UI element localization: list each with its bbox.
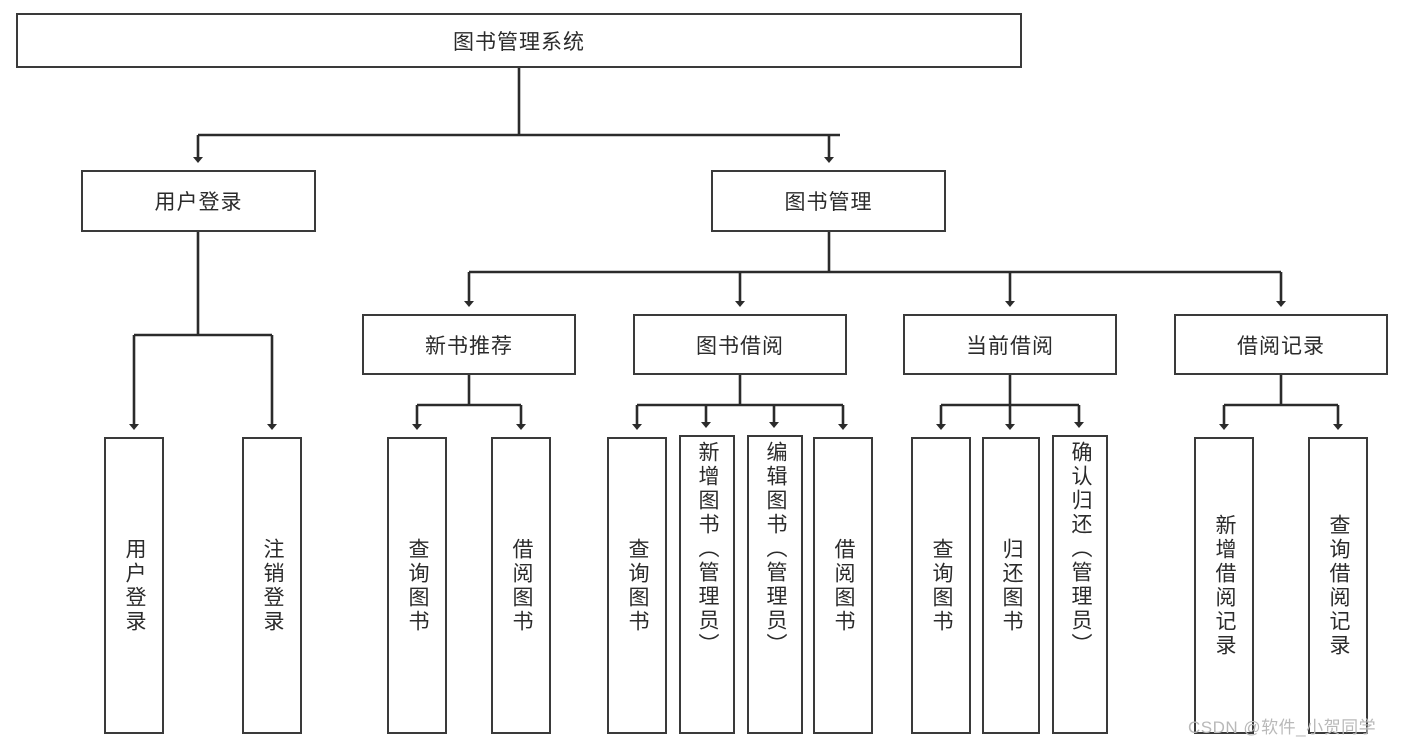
node-leaf-borrow-book-1[interactable]: 借阅图书 xyxy=(491,437,551,734)
node-leaf-logout[interactable]: 注销登录 xyxy=(242,437,302,734)
node-leaf-borrow-book-2[interactable]: 借阅图书 xyxy=(813,437,873,734)
node-leaf-user-login[interactable]: 用户登录 xyxy=(104,437,164,734)
node-new-book-rec[interactable]: 新书推荐 xyxy=(362,314,576,375)
node-book-manage[interactable]: 图书管理 xyxy=(711,170,946,232)
node-leaf-edit-book[interactable]: 编辑图书（管理员） xyxy=(747,435,803,734)
node-current-borrow[interactable]: 当前借阅 xyxy=(903,314,1117,375)
node-leaf-add-record[interactable]: 新增借阅记录 xyxy=(1194,437,1254,734)
node-leaf-query-record[interactable]: 查询借阅记录 xyxy=(1308,437,1368,734)
node-leaf-user-login-label: 用户登录 xyxy=(123,537,147,634)
node-leaf-confirm-return-label: 确认归还（管理员） xyxy=(1069,441,1093,657)
node-borrow-record[interactable]: 借阅记录 xyxy=(1174,314,1388,375)
node-leaf-logout-label: 注销登录 xyxy=(261,537,285,634)
node-leaf-add-book-label: 新增图书（管理员） xyxy=(696,441,720,657)
node-leaf-borrow-book-1-label: 借阅图书 xyxy=(510,537,534,634)
node-leaf-query-book-2[interactable]: 查询图书 xyxy=(607,437,667,734)
node-leaf-confirm-return[interactable]: 确认归还（管理员） xyxy=(1052,435,1108,734)
node-leaf-add-record-label: 新增借阅记录 xyxy=(1213,513,1237,658)
node-leaf-query-book-2-label: 查询图书 xyxy=(626,537,650,634)
node-leaf-add-book[interactable]: 新增图书（管理员） xyxy=(679,435,735,734)
node-current-borrow-label: 当前借阅 xyxy=(966,334,1054,358)
node-leaf-edit-book-label: 编辑图书（管理员） xyxy=(764,441,788,657)
node-book-borrow-label: 图书借阅 xyxy=(696,334,784,358)
csdn-watermark: CSDN @软件_小贺同学 xyxy=(1188,718,1377,737)
node-root-label: 图书管理系统 xyxy=(453,30,585,54)
node-leaf-query-book-1-label: 查询图书 xyxy=(406,537,430,634)
node-book-manage-label: 图书管理 xyxy=(784,191,873,214)
node-user-login-label: 用户登录 xyxy=(154,191,243,214)
node-new-book-rec-label: 新书推荐 xyxy=(425,334,513,358)
node-leaf-return-book[interactable]: 归还图书 xyxy=(982,437,1040,734)
node-user-login[interactable]: 用户登录 xyxy=(81,170,316,232)
node-leaf-query-book-3-label: 查询图书 xyxy=(930,537,954,634)
node-leaf-return-book-label: 归还图书 xyxy=(1000,537,1024,634)
node-leaf-query-record-label: 查询借阅记录 xyxy=(1327,513,1351,658)
node-leaf-query-book-3[interactable]: 查询图书 xyxy=(911,437,971,734)
node-leaf-borrow-book-2-label: 借阅图书 xyxy=(832,537,856,634)
node-root[interactable]: 图书管理系统 xyxy=(16,13,1022,68)
node-borrow-record-label: 借阅记录 xyxy=(1237,334,1325,358)
node-book-borrow[interactable]: 图书借阅 xyxy=(633,314,847,375)
node-leaf-query-book-1[interactable]: 查询图书 xyxy=(387,437,447,734)
